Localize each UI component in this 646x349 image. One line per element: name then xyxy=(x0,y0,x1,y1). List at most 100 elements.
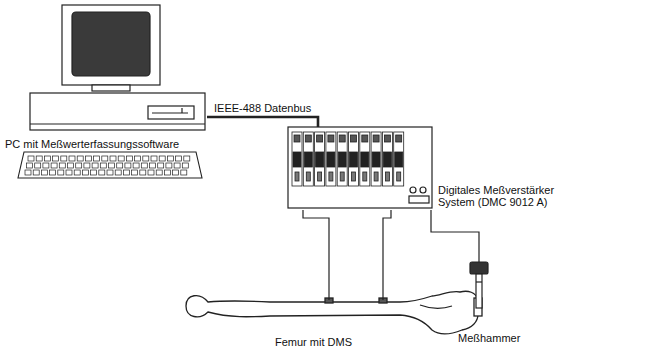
amplifier-module xyxy=(304,152,312,167)
node-label: Meßhammer xyxy=(458,332,528,344)
key xyxy=(115,170,121,175)
key xyxy=(66,170,72,175)
node-label: PC mit Meßwerterfassungssoftware xyxy=(5,138,205,150)
amplifier-module xyxy=(338,152,346,167)
key xyxy=(58,170,64,175)
femur xyxy=(186,291,482,334)
amplifier-module xyxy=(303,132,313,186)
key xyxy=(126,156,132,161)
amplifier-module xyxy=(373,135,379,142)
key xyxy=(99,170,105,175)
key xyxy=(33,170,39,175)
key xyxy=(143,156,149,161)
key xyxy=(158,163,164,168)
amplifier-module xyxy=(329,172,333,181)
key xyxy=(35,163,41,168)
key xyxy=(117,163,123,168)
key xyxy=(181,170,187,175)
amplifier-module xyxy=(349,132,359,186)
key xyxy=(135,156,141,161)
key xyxy=(68,163,74,168)
key xyxy=(91,170,97,175)
key xyxy=(151,156,157,161)
key xyxy=(84,163,90,168)
bus-label: IEEE-488 Datenbus xyxy=(212,102,313,114)
key xyxy=(156,170,162,175)
data-bus xyxy=(207,117,318,127)
key xyxy=(182,163,188,168)
key xyxy=(166,163,172,168)
key xyxy=(74,170,80,175)
cable xyxy=(431,210,479,262)
amplifier-module xyxy=(292,132,302,186)
key xyxy=(25,170,31,175)
amplifier-module xyxy=(350,152,358,167)
key xyxy=(174,163,180,168)
key xyxy=(92,163,98,168)
amplifier-module xyxy=(340,172,344,181)
key xyxy=(27,163,33,168)
computer-case xyxy=(30,93,205,130)
key xyxy=(132,170,138,175)
amplifier-module xyxy=(383,152,391,167)
key xyxy=(110,156,116,161)
amplifier-module xyxy=(351,135,357,142)
cable xyxy=(383,210,391,300)
amplifier-unit xyxy=(288,127,432,208)
amplifier-module xyxy=(337,132,347,186)
key xyxy=(76,163,82,168)
key xyxy=(173,170,179,175)
amplifier-module xyxy=(397,172,401,181)
amplifier-module xyxy=(295,172,299,181)
node-label: Femur mit DMS xyxy=(275,336,395,348)
monitor xyxy=(62,5,160,91)
key xyxy=(150,163,156,168)
key xyxy=(118,156,124,161)
measuring-hammer: Meßhammer xyxy=(455,262,530,347)
amplifier-module xyxy=(362,135,368,142)
keyboard xyxy=(18,152,202,178)
amplifier-module xyxy=(382,132,392,186)
key xyxy=(50,170,56,175)
femur-specimen: Femur mit DMS xyxy=(180,300,482,349)
key xyxy=(109,163,115,168)
key xyxy=(41,170,47,175)
key xyxy=(53,156,59,161)
key xyxy=(123,170,129,175)
key xyxy=(61,156,67,161)
measuring-hammer xyxy=(470,262,488,308)
amplifier-module xyxy=(317,135,323,142)
key xyxy=(44,156,50,161)
node-label: Digitales Meßverstärker System (DMC 9012… xyxy=(438,184,576,208)
key xyxy=(184,156,190,161)
key xyxy=(133,163,139,168)
amplifier-module xyxy=(315,132,325,186)
key xyxy=(85,156,91,161)
amplifier-module xyxy=(318,172,322,181)
amplifier-module xyxy=(294,135,300,142)
amplifier-module xyxy=(327,152,335,167)
key xyxy=(36,156,42,161)
key xyxy=(59,163,65,168)
key xyxy=(164,170,170,175)
amplifier-system: Digitales Meßverstärker System (DMC 9012… xyxy=(288,127,578,210)
key xyxy=(159,156,165,161)
amplifier-module xyxy=(385,172,389,181)
key xyxy=(69,156,75,161)
key xyxy=(77,156,83,161)
key xyxy=(176,156,182,161)
key xyxy=(107,170,113,175)
key xyxy=(94,156,100,161)
amplifier-module xyxy=(306,172,310,181)
amplifier-module xyxy=(360,132,370,186)
amplifier-module xyxy=(326,132,336,186)
amplifier-module xyxy=(372,152,380,167)
amplifier-module xyxy=(361,152,369,167)
amplifier-module xyxy=(352,172,356,181)
amplifier-module xyxy=(395,152,403,167)
key xyxy=(82,170,88,175)
key xyxy=(167,156,173,161)
amplifier-module xyxy=(384,135,390,142)
